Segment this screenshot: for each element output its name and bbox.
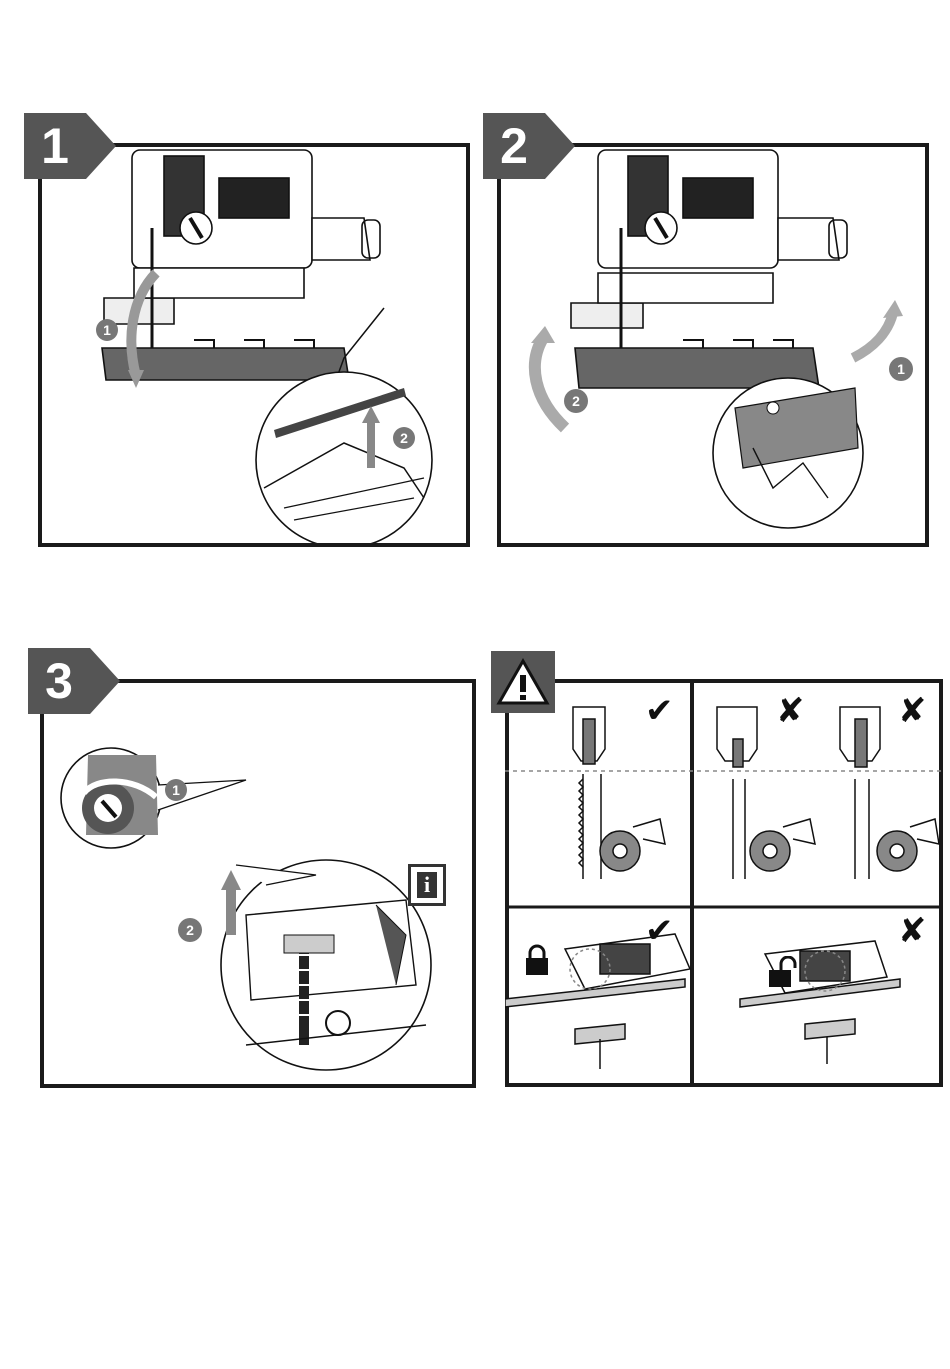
info-icon-letter: i [417, 872, 437, 898]
wrong-cross-mark-bottom: ✘ [898, 914, 927, 948]
step-3-callout-2: 2 [178, 918, 202, 942]
wrong-cross-mark-top-1: ✘ [776, 694, 805, 728]
correct-check-mark-top: ✔ [645, 694, 674, 728]
step-1-callout-2: 2 [393, 427, 415, 449]
warning-grid [505, 679, 943, 1087]
lock-open-icon [767, 956, 797, 988]
step-2-callout-2: 2 [564, 389, 588, 413]
step-3-callout-1: 1 [165, 779, 187, 801]
correct-check-mark-bottom: ✔ [645, 914, 674, 948]
step-1-callout-1: 1 [96, 319, 118, 341]
jigsaw-base-removal-illustration [44, 148, 464, 543]
step-2-callout-1: 1 [889, 357, 913, 381]
wrong-cross-mark-top-2: ✘ [898, 694, 927, 728]
jigsaw-base-attach-illustration [503, 148, 923, 543]
lock-closed-icon [524, 944, 550, 976]
info-icon: i [408, 864, 446, 906]
